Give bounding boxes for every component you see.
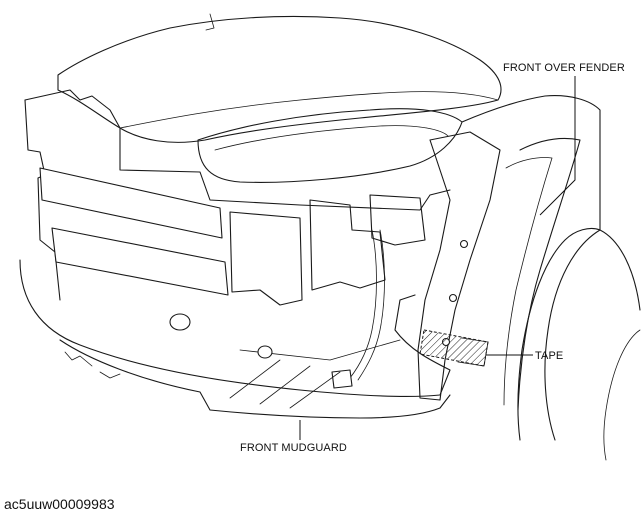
headlamp-inner xyxy=(214,125,449,151)
wheel-arch xyxy=(544,229,641,441)
fastener-upper xyxy=(459,239,469,249)
wire-connector xyxy=(331,369,353,389)
hood-outline xyxy=(57,15,502,143)
front-over-fender-inner xyxy=(503,157,553,406)
label-front-over-fender: FRONT OVER FENDER xyxy=(503,62,625,74)
tire-edge xyxy=(603,329,641,461)
tape-hatched xyxy=(419,329,489,367)
connector-block xyxy=(369,194,426,246)
clip-center xyxy=(169,313,191,331)
mudguard-ribs xyxy=(229,339,401,409)
front-mudguard xyxy=(19,259,451,397)
figure-code: ac5uuw00009983 xyxy=(4,496,115,512)
bracket-center xyxy=(229,211,303,306)
under-cover xyxy=(59,339,451,419)
fastener-middle xyxy=(448,293,458,303)
hood-crease xyxy=(119,91,499,129)
clip-left xyxy=(257,345,273,359)
front-over-fender xyxy=(517,137,581,411)
under-cover-edge xyxy=(64,351,121,379)
grille-bar-upper xyxy=(39,167,223,239)
bracket-right xyxy=(309,199,386,291)
leader-front-over-fender xyxy=(539,76,576,216)
label-tape: TAPE xyxy=(535,350,564,362)
wire-harness xyxy=(349,229,385,381)
grille-bar-lower xyxy=(51,227,229,296)
front-fender xyxy=(461,95,601,441)
fender-liner-panel xyxy=(417,131,501,401)
tape-edge xyxy=(457,337,489,367)
bumper-upper xyxy=(24,89,451,211)
label-front-mudguard: FRONT MUDGUARD xyxy=(240,442,347,454)
antenna-line xyxy=(205,13,215,31)
headlamp xyxy=(197,108,463,183)
